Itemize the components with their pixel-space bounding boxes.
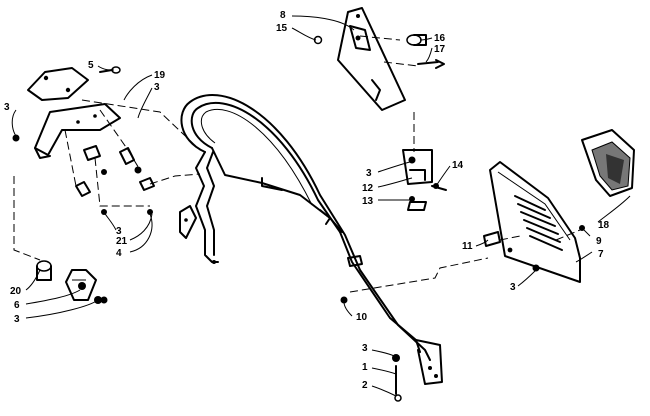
callout-3-right: 3 <box>510 282 516 293</box>
callout-13: 13 <box>362 196 374 207</box>
right-side-panel <box>483 161 581 283</box>
upper-right-bracket <box>337 7 433 211</box>
callout-16: 16 <box>434 33 446 44</box>
callout-18: 18 <box>598 220 610 231</box>
foam-grip <box>581 129 635 197</box>
leader-lines <box>11 15 631 397</box>
windshield-frame <box>179 94 443 385</box>
callout-3-bottom: 3 <box>362 343 368 354</box>
left-mount-bracket <box>27 67 155 197</box>
callout-12: 12 <box>362 183 374 194</box>
callout-3-lower-left: 3 <box>14 314 20 325</box>
left-lower-clamp <box>36 260 97 301</box>
callout-11: 11 <box>462 241 473 252</box>
callout-10: 10 <box>356 312 368 323</box>
callout-2: 2 <box>362 380 368 391</box>
callout-8: 8 <box>280 10 286 21</box>
callout-14: 14 <box>452 160 464 171</box>
callout-labels: 5 19 3 3 3 21 4 20 6 3 8 15 16 17 3 12 1… <box>4 10 610 391</box>
callout-17: 17 <box>434 44 446 55</box>
hardware <box>12 34 585 402</box>
callout-7: 7 <box>598 249 604 260</box>
callout-9: 9 <box>596 236 602 247</box>
assembly-lines <box>13 35 581 293</box>
callout-5: 5 <box>88 60 94 71</box>
callout-3-mid-left: 3 <box>116 226 122 237</box>
callout-20: 20 <box>10 286 22 297</box>
panel-slots <box>514 195 563 251</box>
callout-3-upper-left: 3 <box>154 82 160 93</box>
callout-3-center: 3 <box>366 168 372 179</box>
callout-15: 15 <box>276 23 288 34</box>
callout-21: 21 <box>116 236 128 247</box>
callout-19: 19 <box>154 70 166 81</box>
callout-4: 4 <box>116 248 122 259</box>
callout-6: 6 <box>14 300 20 311</box>
callout-1: 1 <box>362 362 368 373</box>
callout-3-far-left: 3 <box>4 102 10 113</box>
